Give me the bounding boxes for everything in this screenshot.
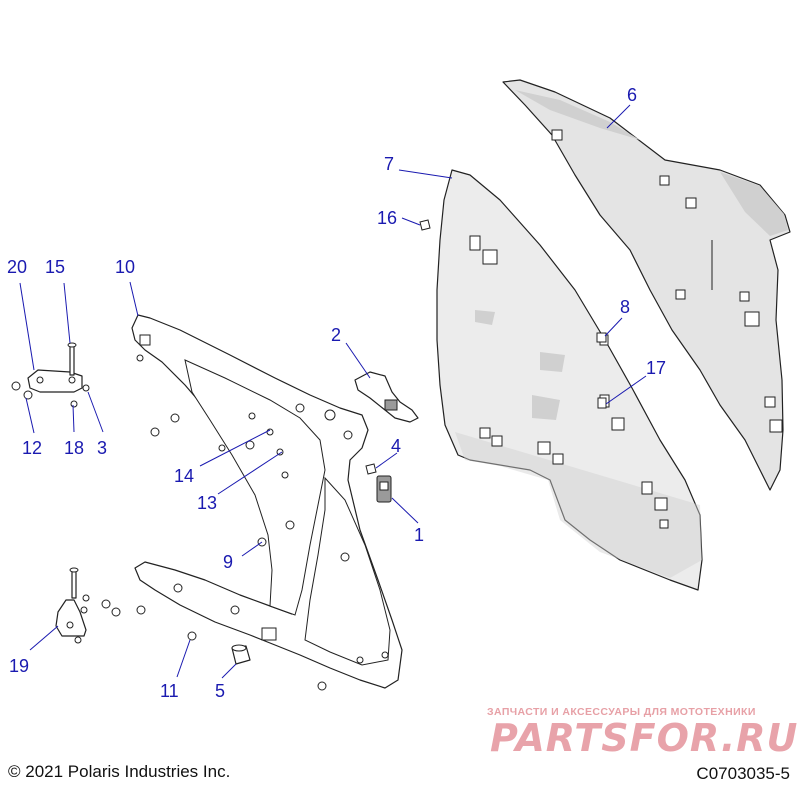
upper-hinge <box>354 371 419 423</box>
callout-14: 14 <box>174 466 194 486</box>
watermark-tagline: ЗАПЧАСТИ И АКСЕССУАРЫ ДЛЯ МОТОТЕХНИКИ <box>487 706 756 718</box>
copyright-notice: © 2021 Polaris Industries Inc. <box>8 762 231 781</box>
rubber-bumper <box>231 644 251 665</box>
callout-15: 15 <box>45 257 65 277</box>
leader-lines <box>19 104 647 679</box>
drawing-number: C0703035-5 <box>696 764 790 783</box>
door-latch <box>376 475 392 503</box>
callout-7: 7 <box>384 154 394 174</box>
callout-6: 6 <box>627 85 637 105</box>
callout-9: 9 <box>223 552 233 572</box>
door-frame <box>131 314 403 689</box>
latch-pin <box>365 463 377 475</box>
fasteners <box>136 354 350 691</box>
upper-hinge-bracket <box>11 342 90 408</box>
callout-16: 16 <box>377 208 397 228</box>
callout-20: 20 <box>7 257 27 277</box>
callout-13: 13 <box>197 493 217 513</box>
callout-12: 12 <box>22 438 42 458</box>
lower-hinge-bracket <box>55 567 146 644</box>
clip-16 <box>419 219 431 231</box>
callout-2: 2 <box>331 325 341 345</box>
callout-10: 10 <box>115 257 135 277</box>
callout-17: 17 <box>646 358 666 378</box>
clip-8 <box>596 332 607 343</box>
inner-door-panel <box>436 169 703 591</box>
callout-18: 18 <box>64 438 84 458</box>
callout-labels: 1 2 3 4 5 6 7 8 9 10 11 12 13 14 15 16 1… <box>7 85 666 701</box>
callout-4: 4 <box>391 436 401 456</box>
clip-17 <box>597 397 607 409</box>
callout-5: 5 <box>215 681 225 701</box>
callout-19: 19 <box>9 656 29 676</box>
callout-1: 1 <box>414 525 424 545</box>
callout-8: 8 <box>620 297 630 317</box>
callout-3: 3 <box>97 438 107 458</box>
callout-11: 11 <box>160 681 179 701</box>
watermark-brand: PARTSFOR.RU <box>490 716 799 760</box>
outer-door-panel <box>502 79 791 491</box>
